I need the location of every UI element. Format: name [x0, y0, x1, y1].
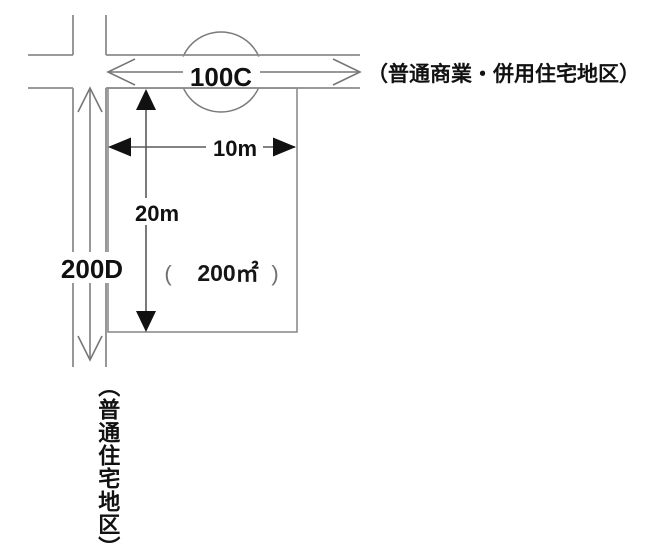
- route-200d-label-background: [61, 252, 124, 283]
- depth-label: 20m: [135, 201, 179, 226]
- residential-district-label: （普通住宅地区）: [95, 375, 121, 543]
- frontage-label-background: [206, 132, 263, 159]
- depth-label-background: [128, 198, 185, 225]
- route-value-200d-label: 200D: [61, 254, 123, 284]
- route-value-100c-label: 100C: [190, 62, 252, 92]
- frontage-label: 10m: [213, 136, 257, 161]
- area-open-paren: (: [164, 261, 172, 286]
- open-arrowhead-right-icon: [332, 58, 362, 86]
- filled-arrowhead-right-icon: [273, 137, 296, 157]
- filled-arrowhead-down-icon: [136, 311, 156, 332]
- area-value-label: 200㎡: [197, 260, 258, 286]
- horizontal-road-edges: [28, 54, 360, 89]
- open-arrowhead-left-icon: [106, 58, 136, 86]
- commercial-district-label: （普通商業・併用住宅地区）: [367, 62, 640, 86]
- vertical-road-edges: [72, 15, 107, 367]
- filled-arrowhead-left-icon: [108, 137, 131, 157]
- area-close-paren: ): [271, 261, 278, 286]
- open-arrowhead-down-icon: [77, 335, 103, 362]
- route-100c-label-background: [183, 58, 260, 86]
- filled-arrowhead-up-icon: [136, 89, 156, 110]
- open-arrowhead-up-icon: [77, 86, 103, 113]
